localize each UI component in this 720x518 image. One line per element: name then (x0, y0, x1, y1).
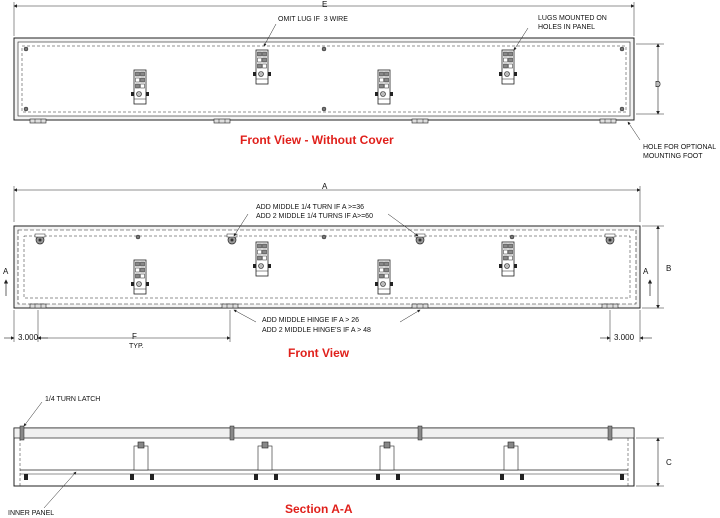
note-turn-line1: ADD MIDDLE 1/4 TURN IF A >=36 (256, 204, 365, 211)
note-turn-line2: ADD 2 MIDDLE 1/4 TURNS IF A>=60 (256, 213, 373, 220)
front-view-without-cover (13, 2, 664, 141)
dim-typ-label: TYP. (129, 343, 144, 350)
section-a-a (13, 401, 664, 509)
front-view (3, 186, 664, 342)
note-inner-panel: INNER PANEL (8, 510, 55, 517)
section-mark-left: A (3, 267, 9, 276)
dim-offset-left: 3.000 (18, 333, 39, 342)
note-latch: 1/4 TURN LATCH (45, 396, 101, 403)
dim-c-label: C (666, 458, 672, 467)
title-front-view: Front View (288, 346, 350, 360)
dim-offset-right: 3.000 (614, 333, 635, 342)
dim-e-label: E (322, 0, 328, 9)
title-section: Section A-A (285, 502, 353, 516)
note-hole-line1: HOLE FOR OPTIONAL (643, 144, 717, 151)
note-lugs-line2: HOLES IN PANEL (538, 24, 596, 31)
dim-b-label: B (666, 264, 672, 273)
dim-d-label: D (655, 80, 661, 89)
section-mark-right: A (643, 267, 649, 276)
note-hinge-line2: ADD 2 MIDDLE HINGE'S IF A > 48 (262, 327, 371, 334)
note-hole-line2: MOUNTING FOOT (643, 153, 703, 160)
note-omit-lug: OMIT LUG IF 3 WIRE (278, 16, 348, 23)
dim-f-label: F (132, 332, 137, 341)
title-front-without-cover: Front View - Without Cover (240, 133, 394, 147)
note-hinge-line1: ADD MIDDLE HINGE IF A > 26 (262, 317, 360, 324)
dim-a-label: A (322, 182, 328, 191)
note-lugs-line1: LUGS MOUNTED ON (538, 15, 607, 22)
